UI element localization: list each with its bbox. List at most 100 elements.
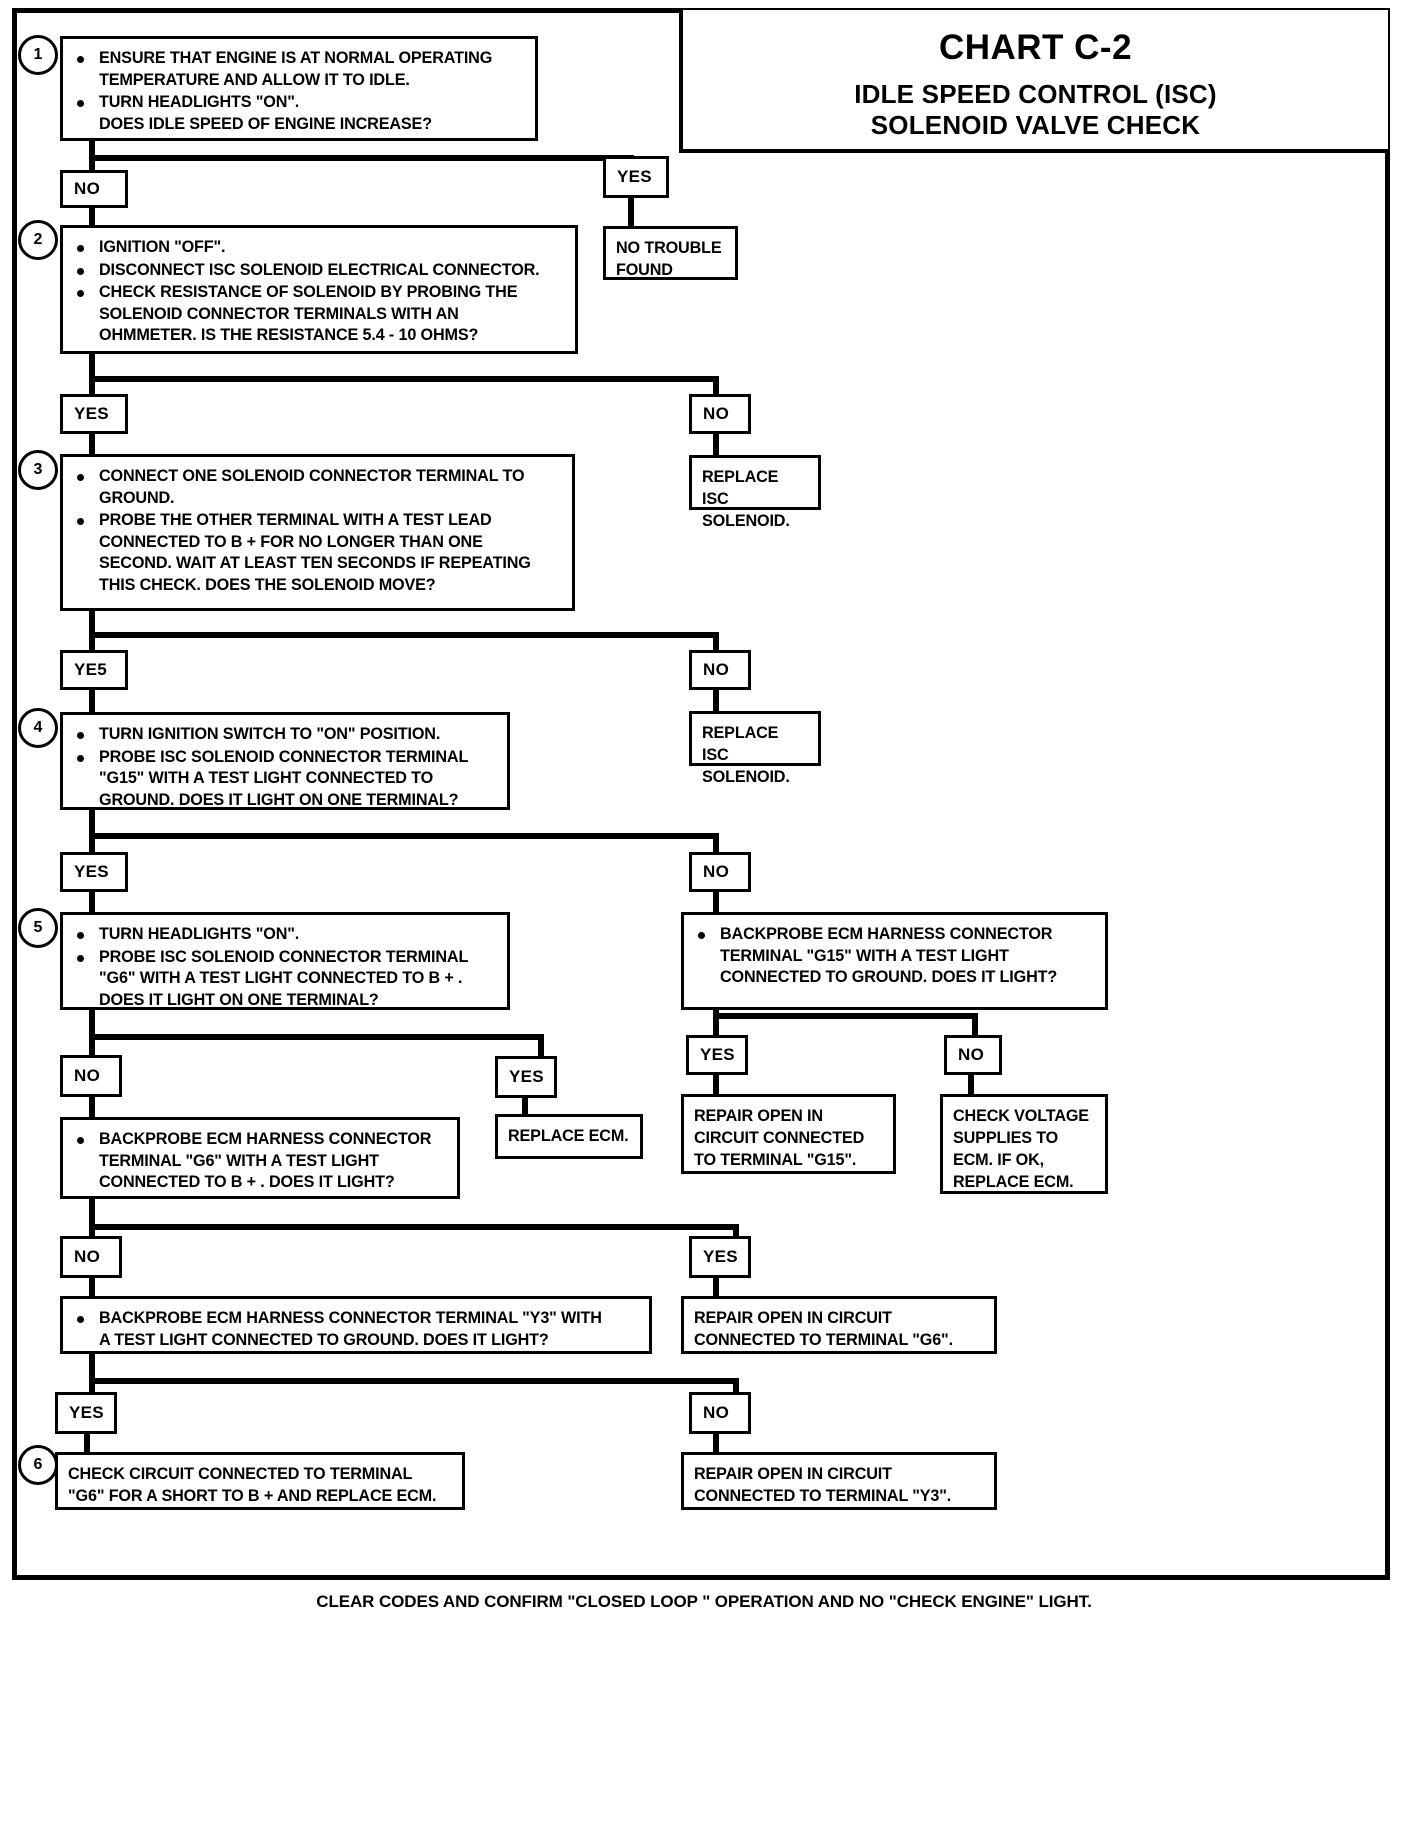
connector-y3no-down xyxy=(713,1433,719,1453)
tag-g15-yes: YES xyxy=(686,1035,748,1075)
step-2-bullet-2: DISCONNECT ISC SOLENOID ELECTRICAL CONNE… xyxy=(71,260,565,282)
connector-s3-down xyxy=(89,611,95,671)
connector-s4-down xyxy=(89,810,95,872)
connector-g6yes-down xyxy=(713,1277,719,1297)
tag-step3-no: NO xyxy=(689,650,751,690)
replace-isc-2-box: REPLACE ISC SOLENOID. xyxy=(689,711,821,786)
replace-ecm-text: REPLACE ECM. xyxy=(508,1127,629,1145)
connector-g6-to-yes xyxy=(733,1224,739,1244)
replace-isc-1-box: REPLACE ISC SOLENOID. xyxy=(689,455,821,530)
tag-step5-no: NO xyxy=(60,1055,122,1097)
repair-open-y3-text: REPAIR OPEN IN CIRCUIT CONNECTED TO TERM… xyxy=(694,1465,952,1505)
backprobe-g15-text: BACKPROBE ECM HARNESS CONNECTOR TERMINAL… xyxy=(692,924,1095,989)
repair-open-g15-box: REPAIR OPEN IN CIRCUIT CONNECTED TO TERM… xyxy=(681,1094,896,1174)
connector-s5-right xyxy=(89,1034,544,1040)
step-2-box: IGNITION "OFF". DISCONNECT ISC SOLENOID … xyxy=(60,225,578,354)
step-number-3: 3 xyxy=(18,450,58,490)
tag-g15-no: NO xyxy=(944,1035,1002,1075)
repair-open-g6-box: REPAIR OPEN IN CIRCUIT CONNECTED TO TERM… xyxy=(681,1296,997,1354)
replace-isc-1-text: REPLACE ISC SOLENOID. xyxy=(702,468,790,530)
connector-g15yes-down xyxy=(713,1073,719,1095)
check-voltage-text: CHECK VOLTAGE SUPPLIES TO ECM. IF OK, RE… xyxy=(953,1107,1089,1191)
step-4-bullet-1: TURN IGNITION SWITCH TO "ON" POSITION. xyxy=(71,724,497,746)
step-number-5: 5 xyxy=(18,908,58,948)
connector-no1-down xyxy=(89,206,95,228)
replace-ecm-box: REPLACE ECM. xyxy=(495,1114,643,1159)
tag-step2-yes: YES xyxy=(60,394,128,434)
tag-step2-no: NO xyxy=(689,394,751,434)
step-5-bullet-1: TURN HEADLIGHTS "ON". xyxy=(71,924,497,946)
backprobe-g15-box: BACKPROBE ECM HARNESS CONNECTOR TERMINAL… xyxy=(681,912,1108,1010)
footer-note: CLEAR CODES AND CONFIRM "CLOSED LOOP " O… xyxy=(316,1592,1092,1611)
replace-isc-2-text: REPLACE ISC SOLENOID. xyxy=(702,724,790,786)
connector-s2-down xyxy=(89,354,95,414)
connector-s5yes-down xyxy=(522,1097,528,1115)
connector-yes1-down xyxy=(628,198,634,226)
connector-no4-down xyxy=(713,890,719,914)
tag-step1-no: NO xyxy=(60,170,128,208)
step-4-box: TURN IGNITION SWITCH TO "ON" POSITION. P… xyxy=(60,712,510,810)
connector-g15-right xyxy=(713,1013,978,1019)
no-trouble-found-box: NO TROUBLE FOUND xyxy=(603,226,738,280)
tag-step5-yes: YES xyxy=(495,1056,557,1098)
step-3-bullet-1: CONNECT ONE SOLENOID CONNECTOR TERMINAL … xyxy=(71,466,562,509)
step-6-text: CHECK CIRCUIT CONNECTED TO TERMINAL "G6"… xyxy=(68,1465,437,1505)
step-1-box: ENSURE THAT ENGINE IS AT NORMAL OPERATIN… xyxy=(60,36,538,141)
connector-s5-down xyxy=(89,1010,95,1072)
connector-yes2-down xyxy=(89,432,95,456)
connector-yes4-down xyxy=(89,890,95,914)
connector-s5-to-yes xyxy=(538,1034,544,1058)
step-4-bullet-2: PROBE ISC SOLENOID CONNECTOR TERMINAL "G… xyxy=(71,747,497,812)
step-2-bullet-3: CHECK RESISTANCE OF SOLENOID BY PROBING … xyxy=(71,282,565,347)
tag-step1-yes: YES xyxy=(603,156,669,198)
connector-y3yes-down xyxy=(84,1433,90,1453)
step-6-box: CHECK CIRCUIT CONNECTED TO TERMINAL "G6"… xyxy=(55,1452,465,1510)
step-number-2: 2 xyxy=(18,220,58,260)
backprobe-g6-text: BACKPROBE ECM HARNESS CONNECTOR TERMINAL… xyxy=(71,1129,447,1194)
tag-step3-yes: YE5 xyxy=(60,650,128,690)
connector-s3-to-no xyxy=(713,632,719,652)
connector-y3-to-no xyxy=(733,1378,739,1398)
connector-s2-to-no xyxy=(713,376,719,396)
step-1-bullet-2: TURN HEADLIGHTS "ON". DOES IDLE SPEED OF… xyxy=(71,92,525,135)
connector-s4-right xyxy=(89,833,719,839)
connector-g15-down xyxy=(713,1010,719,1055)
connector-g15no-down xyxy=(968,1073,974,1095)
tag-step4-yes: YES xyxy=(60,852,128,892)
repair-open-g6-text: REPAIR OPEN IN CIRCUIT CONNECTED TO TERM… xyxy=(694,1309,953,1349)
step-5-bullet-2: PROBE ISC SOLENOID CONNECTOR TERMINAL "G… xyxy=(71,947,497,1012)
backprobe-y3-box: BACKPROBE ECM HARNESS CONNECTOR TERMINAL… xyxy=(60,1296,652,1354)
step-3-box: CONNECT ONE SOLENOID CONNECTOR TERMINAL … xyxy=(60,454,575,611)
chart-title: CHART C-2 xyxy=(938,28,1133,67)
connector-s1-right xyxy=(89,155,634,161)
no-trouble-found-text: NO TROUBLE FOUND xyxy=(616,239,722,279)
step-3-bullet-2: PROBE THE OTHER TERMINAL WITH A TEST LEA… xyxy=(71,510,562,596)
connector-g6-right xyxy=(89,1224,739,1230)
repair-open-y3-box: REPAIR OPEN IN CIRCUIT CONNECTED TO TERM… xyxy=(681,1452,997,1510)
connector-no2-down xyxy=(713,434,719,456)
step-number-4: 4 xyxy=(18,708,58,748)
repair-open-g15-text: REPAIR OPEN IN CIRCUIT CONNECTED TO TERM… xyxy=(694,1107,865,1169)
step-2-bullet-1: IGNITION "OFF". xyxy=(71,237,565,259)
step-number-6: 6 xyxy=(18,1445,58,1485)
step-5-box: TURN HEADLIGHTS "ON". PROBE ISC SOLENOID… xyxy=(60,912,510,1010)
tag-y3-yes: YES xyxy=(55,1392,117,1434)
tag-g6-no: NO xyxy=(60,1236,122,1278)
check-voltage-box: CHECK VOLTAGE SUPPLIES TO ECM. IF OK, RE… xyxy=(940,1094,1108,1194)
connector-y3-down xyxy=(89,1354,95,1416)
step-number-1: 1 xyxy=(18,35,58,75)
connector-s5no-down xyxy=(89,1096,95,1118)
step-1-bullet-1: ENSURE THAT ENGINE IS AT NORMAL OPERATIN… xyxy=(71,48,525,91)
backprobe-y3-text: BACKPROBE ECM HARNESS CONNECTOR TERMINAL… xyxy=(71,1308,639,1351)
connector-s4-to-no xyxy=(713,833,719,853)
chart-subtitle-line2: SOLENOID VALVE CHECK xyxy=(870,109,1201,140)
chart-header: CHART C-2 IDLE SPEED CONTROL (ISC) SOLEN… xyxy=(679,10,1388,153)
connector-s2-right xyxy=(89,376,719,382)
connector-s3-right xyxy=(89,632,719,638)
connector-g15-to-no xyxy=(972,1013,978,1036)
tag-g6-yes: YES xyxy=(689,1236,751,1278)
connector-no3-down xyxy=(713,690,719,712)
backprobe-g6-box: BACKPROBE ECM HARNESS CONNECTOR TERMINAL… xyxy=(60,1117,460,1199)
tag-step4-no: NO xyxy=(689,852,751,892)
